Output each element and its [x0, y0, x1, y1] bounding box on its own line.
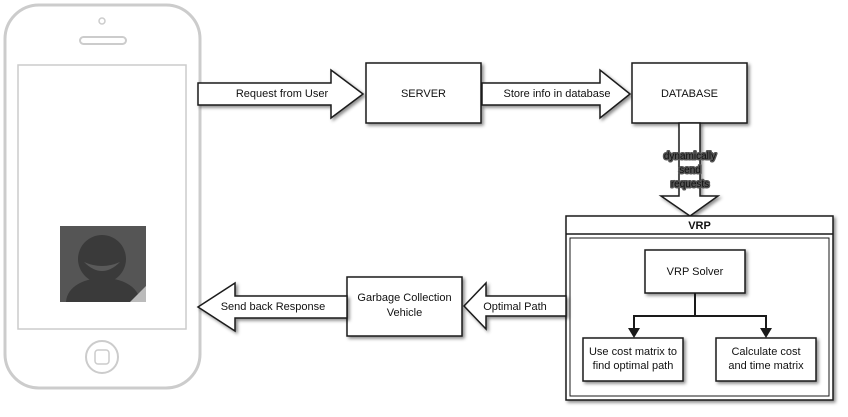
store-label: Store info in database [503, 88, 610, 100]
vehicle-line1: Garbage Collection [357, 292, 451, 304]
request-arrow: Request from User [197, 68, 365, 120]
server-node: SERVER [365, 62, 482, 124]
user-avatar-icon [60, 226, 146, 302]
cost-matrix-line1: Use cost matrix to [589, 346, 677, 358]
optimal-path-label: Optimal Path [483, 301, 547, 313]
request-label: Request from User [236, 88, 329, 100]
vehicle-node: Garbage Collection Vehicle [346, 276, 463, 337]
dynamic-requests-arrow: dynamically send requests [658, 122, 721, 217]
calculate-line2: and time matrix [728, 360, 804, 372]
cost-matrix-line2: find optimal path [593, 360, 674, 372]
dynamic-label-line2: send [679, 165, 701, 176]
dynamic-label-line3: requests [671, 179, 709, 190]
vrp-title: VRP [688, 220, 711, 232]
response-arrow: Send back Response [196, 281, 348, 333]
cost-matrix-node: Use cost matrix to find optimal path [582, 337, 684, 382]
server-label: SERVER [401, 88, 446, 100]
calculate-matrix-node: Calculate cost and time matrix [715, 337, 817, 382]
calculate-line1: Calculate cost [731, 346, 800, 358]
optimal-path-arrow: Optimal Path [462, 281, 567, 331]
dynamic-label-line1: dynamically [664, 151, 716, 162]
database-node: DATABASE [631, 62, 748, 124]
database-label: DATABASE [661, 88, 718, 100]
solver-connectors [628, 293, 772, 338]
smartphone-icon [3, 3, 202, 390]
vrp-solver-label: VRP Solver [667, 266, 724, 278]
vehicle-line2: Vehicle [387, 307, 422, 319]
store-arrow: Store info in database [481, 68, 632, 120]
response-label: Send back Response [221, 301, 326, 313]
vrp-solver-node: VRP Solver [644, 249, 746, 294]
